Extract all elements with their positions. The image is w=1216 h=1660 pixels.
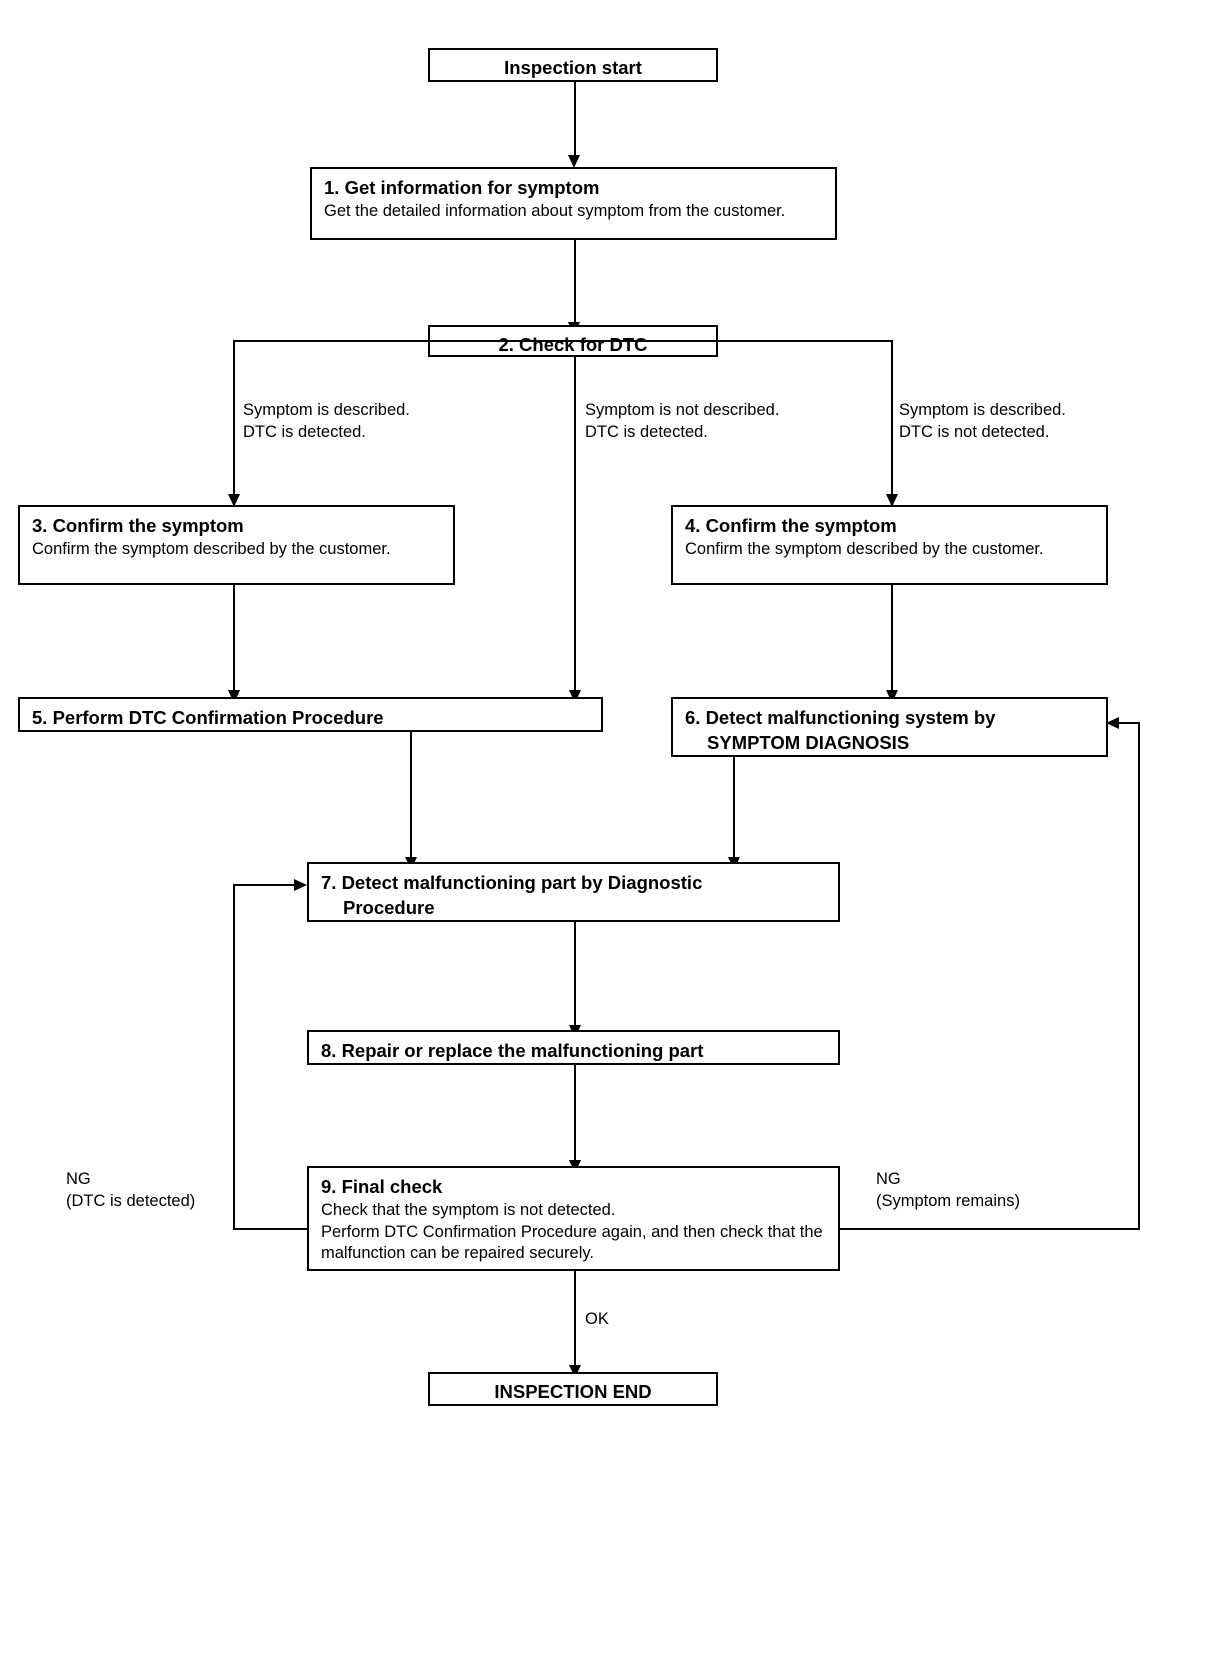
- edge-label-branch-left: Symptom is described. DTC is detected.: [243, 401, 410, 441]
- edge-ng-left-vertical: [233, 884, 235, 1230]
- node-step5-title: 5. Perform DTC Confirmation Procedure: [32, 707, 384, 728]
- arrowhead-start-to-step1: [568, 155, 580, 168]
- edge-label-ng-right: NG (Symptom remains): [876, 1170, 1020, 1210]
- arrowhead-ng-left: [294, 879, 307, 891]
- node-inspection-start: Inspection start: [428, 48, 718, 82]
- edge-ng-left-horizontal-bottom: [233, 1228, 309, 1230]
- edge-step5-to-step7: [410, 732, 412, 862]
- edge-label-branch-middle: Symptom is not described. DTC is detecte…: [585, 401, 780, 441]
- node-inspection-end: INSPECTION END: [428, 1372, 718, 1406]
- node-step2-title: 2. Check for DTC: [498, 334, 648, 355]
- edge-step8-to-step9: [574, 1065, 576, 1165]
- edge-branch-left-vertical: [233, 340, 235, 498]
- node-step7: 7. Detect malfunctioning part by Diagnos…: [307, 862, 840, 922]
- edge-step1-to-step2: [574, 240, 576, 325]
- node-step5: 5. Perform DTC Confirmation Procedure: [18, 697, 603, 732]
- node-step9: 9. Final check Check that the symptom is…: [307, 1166, 840, 1271]
- arrowhead-ng-right: [1106, 717, 1119, 729]
- edge-label-branch-right: Symptom is described. DTC is not detecte…: [899, 401, 1066, 441]
- edge-step9-to-end: [574, 1271, 576, 1371]
- node-step7-title: 7. Detect malfunctioning part by Diagnos…: [321, 872, 703, 918]
- edge-step4-to-step6: [891, 585, 893, 695]
- node-step1-title: 1. Get information for symptom: [324, 177, 600, 198]
- node-step6: 6. Detect malfunctioning system by SYMPT…: [671, 697, 1108, 757]
- node-step4-title: 4. Confirm the symptom: [685, 515, 897, 536]
- node-inspection-end-label: INSPECTION END: [494, 1381, 652, 1402]
- edge-branch-bus: [233, 340, 893, 342]
- node-step3-title: 3. Confirm the symptom: [32, 515, 244, 536]
- node-step3-body: Confirm the symptom described by the cus…: [32, 540, 391, 558]
- edge-branch-middle-vertical: [574, 357, 576, 695]
- edge-step7-to-step8: [574, 922, 576, 1030]
- node-step6-title: 6. Detect malfunctioning system by SYMPT…: [685, 707, 996, 753]
- node-step4: 4. Confirm the symptom Confirm the sympt…: [671, 505, 1108, 585]
- arrowhead-branch-left: [228, 494, 240, 507]
- edge-step6-to-step7: [733, 757, 735, 862]
- edge-label-ok: OK: [585, 1310, 609, 1328]
- edge-label-ng-left: NG (DTC is detected): [66, 1170, 196, 1210]
- edge-ng-right-horizontal-bottom: [840, 1228, 1140, 1230]
- node-step4-body: Confirm the symptom described by the cus…: [685, 540, 1044, 558]
- node-step1: 1. Get information for symptom Get the d…: [310, 167, 837, 240]
- node-step8: 8. Repair or replace the malfunctioning …: [307, 1030, 840, 1065]
- node-inspection-start-label: Inspection start: [504, 57, 642, 78]
- edge-ng-right-horizontal-top: [1119, 722, 1140, 724]
- edge-branch-right-vertical: [891, 340, 893, 498]
- edge-step3-to-step5: [233, 585, 235, 695]
- node-step3: 3. Confirm the symptom Confirm the sympt…: [18, 505, 455, 585]
- node-step9-title: 9. Final check: [321, 1176, 443, 1197]
- arrowhead-branch-right: [886, 494, 898, 507]
- node-step1-body: Get the detailed information about sympt…: [324, 202, 786, 220]
- edge-start-to-step1: [574, 82, 576, 157]
- node-step9-body: Check that the symptom is not detected. …: [321, 1201, 823, 1262]
- edge-ng-left-horizontal-top: [233, 884, 295, 886]
- edge-ng-right-vertical: [1138, 722, 1140, 1230]
- node-step2: 2. Check for DTC: [428, 325, 718, 357]
- node-step8-title: 8. Repair or replace the malfunctioning …: [321, 1040, 704, 1061]
